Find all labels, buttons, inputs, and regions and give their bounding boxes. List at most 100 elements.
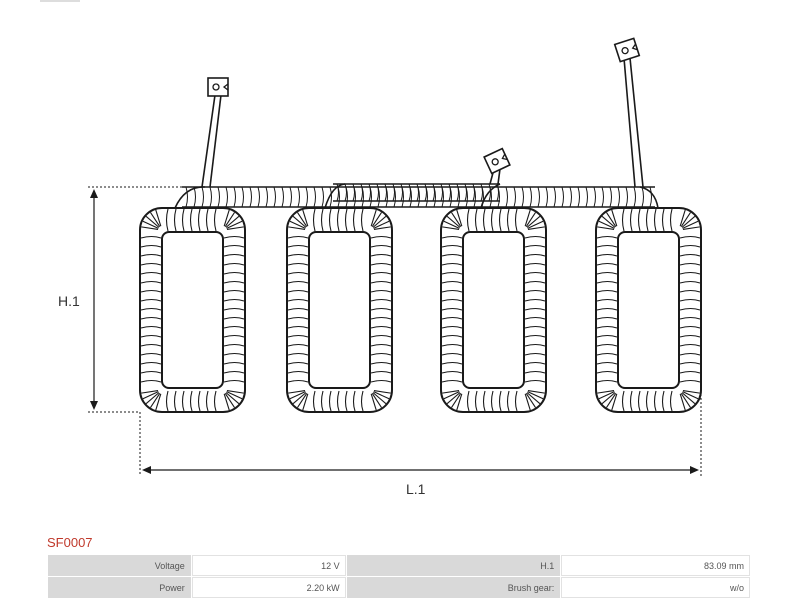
winding-turn [224,393,235,408]
bus-strand [537,186,540,208]
winding-turn [370,280,392,284]
spec-label: Voltage [48,555,191,576]
winding-turn [441,271,463,275]
winding-turn [155,393,162,411]
winding-turn [441,253,463,257]
winding-turn [223,352,245,356]
coil-window [308,231,371,389]
winding-turn [621,390,625,412]
terminal-hole [621,46,629,55]
winding-turn [679,334,701,338]
coil-outer-edge [139,207,246,413]
winding-turn [637,390,641,412]
bus-strand [193,186,196,208]
bus-wire [333,183,500,202]
terminal-center [483,147,511,185]
bus-strand [241,186,244,208]
winding-turn [140,235,162,239]
winding-turn [441,343,463,347]
winding-turn [328,390,332,412]
winding-turn [223,379,245,383]
winding-turn [287,343,309,347]
winding-turn [474,208,478,232]
winding-turn [141,226,159,230]
bus-strand [400,183,403,202]
winding-turn [451,212,462,227]
winding-turn [680,393,691,408]
winding-turn [226,391,243,400]
bus-strand [360,183,363,202]
bus-strand [329,186,332,208]
spec-label: Power [48,577,191,598]
winding-turn [287,379,309,383]
bus-strand [464,183,467,202]
winding-turn [506,390,510,412]
winding-turn [370,325,392,329]
terminal-lug-plate [207,77,229,97]
winding-turn [596,325,618,329]
winding-turn [482,390,486,412]
winding-turn [370,298,392,302]
winding-turn [456,209,463,227]
winding-turn [205,390,209,412]
winding-turn [352,390,356,412]
winding-turn [140,361,162,365]
bus-wire [182,186,655,208]
winding-turn [140,280,162,284]
bus-strand [225,186,228,208]
winding-turn [344,390,348,412]
winding-turn [456,393,463,411]
winding-turn [370,393,377,411]
winding-turn [223,209,230,227]
winding-turn [679,235,701,239]
winding-turn [679,361,701,365]
winding-turn [606,212,617,227]
bus-strand [432,183,435,202]
part-code: SF0007 [47,535,93,550]
winding-turn [441,370,463,374]
winding-turn [527,220,544,229]
winding-turn [223,253,245,257]
winding-turn [527,390,545,394]
terminal-lead [623,57,636,188]
winding-turn [524,393,531,411]
winding-turn [287,307,309,311]
winding-turn [371,393,382,408]
winding-turn [524,209,531,227]
winding-turn [441,361,463,365]
winding-turn [669,390,673,412]
winding-turn [645,208,649,232]
winding-turn [370,343,392,347]
bus-strand [313,186,316,208]
bus-strand [297,186,300,208]
winding-turn [679,271,701,275]
winding-turn [680,212,691,227]
winding-turn [527,226,545,230]
coil [440,207,547,413]
winding-turn [370,352,392,356]
coil-outer-edge [595,207,702,413]
winding-turn [596,289,618,293]
winding-turn [441,379,463,383]
winding-turn [645,390,649,412]
dimension-lines [88,186,702,476]
winding-turn [140,343,162,347]
winding-turn [679,307,701,311]
winding-turn [474,390,478,412]
winding-turn [373,220,390,229]
winding-turn [653,208,657,232]
winding-turn [441,235,463,239]
spec-value: 2.20 kW [191,577,346,598]
terminal-notch [222,83,229,91]
winding-turn [140,316,162,320]
winding-turn [189,390,193,412]
bus-strand [265,186,268,208]
winding-turn [443,220,460,229]
winding-turn [679,370,701,374]
length-dimension-label: L.1 [406,481,426,497]
table-row: Voltage 12 V H.1 83.09 mm [48,555,750,576]
winding-turn [223,307,245,311]
winding-turn [679,253,701,257]
winding-turn [679,325,701,329]
winding-turn [370,316,392,320]
